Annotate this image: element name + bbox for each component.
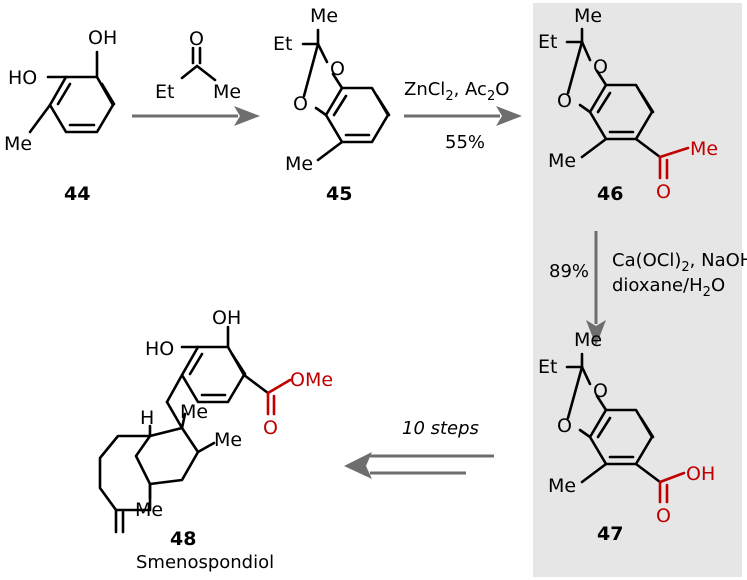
c48-me2-label: Me bbox=[214, 429, 242, 451]
compound-48-number: 48 bbox=[170, 528, 196, 550]
c47-acid-oh-label: OH bbox=[686, 463, 715, 485]
c46-o1-label: O bbox=[593, 56, 608, 78]
compound-47-number: 47 bbox=[597, 523, 623, 545]
highlight-panel bbox=[533, 3, 742, 577]
arrowhead-step4 bbox=[344, 452, 372, 479]
butanone-et-label: Et bbox=[155, 81, 174, 103]
c46-et-label: Et bbox=[538, 31, 557, 53]
c46-o2-label: O bbox=[557, 90, 572, 112]
c47-o1-label: O bbox=[593, 380, 608, 402]
c45-o1-label: O bbox=[330, 58, 345, 80]
compound-48-name: Smenospondiol bbox=[136, 552, 274, 573]
compound-44-structure: OH HO Me bbox=[4, 27, 117, 155]
compound-47-structure: Me Et O O Me OH O bbox=[538, 329, 715, 527]
c47-o2-label: O bbox=[557, 415, 572, 437]
c47-me-ar-label: Me bbox=[548, 475, 576, 497]
c48-ho-label: HO bbox=[145, 338, 174, 360]
reagent-butanone: O Et Me bbox=[155, 28, 241, 103]
step3-solvent: dioxane/H2O bbox=[612, 275, 725, 300]
compound-45-structure: Me Et O O Me bbox=[273, 5, 391, 175]
butanone-me-label: Me bbox=[213, 81, 241, 103]
c47-me-top-label: Me bbox=[574, 329, 602, 351]
c47-acid-o-label: O bbox=[656, 505, 671, 527]
c48-ester-o-label: O bbox=[263, 417, 278, 439]
step4-conditions: 10 steps bbox=[402, 418, 479, 439]
c48-me1-label: Me bbox=[180, 401, 208, 423]
c45-et-label: Et bbox=[273, 33, 292, 55]
c46-me-ar-label: Me bbox=[548, 150, 576, 172]
c44-ho-label: HO bbox=[8, 67, 37, 89]
c46-acyl-me-label: Me bbox=[690, 138, 718, 160]
c45-me-top-label: Me bbox=[310, 5, 338, 27]
c46-acyl-o-label: O bbox=[656, 181, 671, 203]
step2-yield: 55% bbox=[445, 132, 485, 153]
c44-me-label: Me bbox=[4, 133, 32, 155]
c48-me3-label: Me bbox=[135, 499, 163, 521]
c46-me-top-label: Me bbox=[574, 5, 602, 27]
c48-ome-label: OMe bbox=[290, 369, 333, 391]
c45-o2-label: O bbox=[293, 93, 308, 115]
compound-46-number: 46 bbox=[597, 183, 623, 205]
step3-reagents: Ca(OCl)2, NaOH bbox=[612, 250, 747, 275]
compound-45-number: 45 bbox=[326, 183, 352, 205]
compound-46-structure: Me Et O O Me Me O bbox=[538, 5, 718, 203]
step2-conditions: ZnCl2, Ac2O bbox=[404, 79, 509, 104]
arrowhead-step3 bbox=[586, 320, 606, 346]
c44-oh-label: OH bbox=[88, 27, 117, 49]
c45-me-ar-label: Me bbox=[285, 153, 313, 175]
arrowhead-step2 bbox=[496, 106, 522, 126]
butanone-o-label: O bbox=[189, 28, 204, 50]
compound-44-number: 44 bbox=[64, 183, 90, 205]
c48-oh-label: OH bbox=[212, 307, 241, 329]
arrowhead-step1 bbox=[234, 106, 260, 126]
c48-h-label: H bbox=[140, 407, 154, 429]
c47-et-label: Et bbox=[538, 356, 557, 378]
step3-yield: 89% bbox=[549, 261, 589, 282]
compound-48-structure: OH HO OMe O H Me Me Me bbox=[98, 307, 333, 534]
